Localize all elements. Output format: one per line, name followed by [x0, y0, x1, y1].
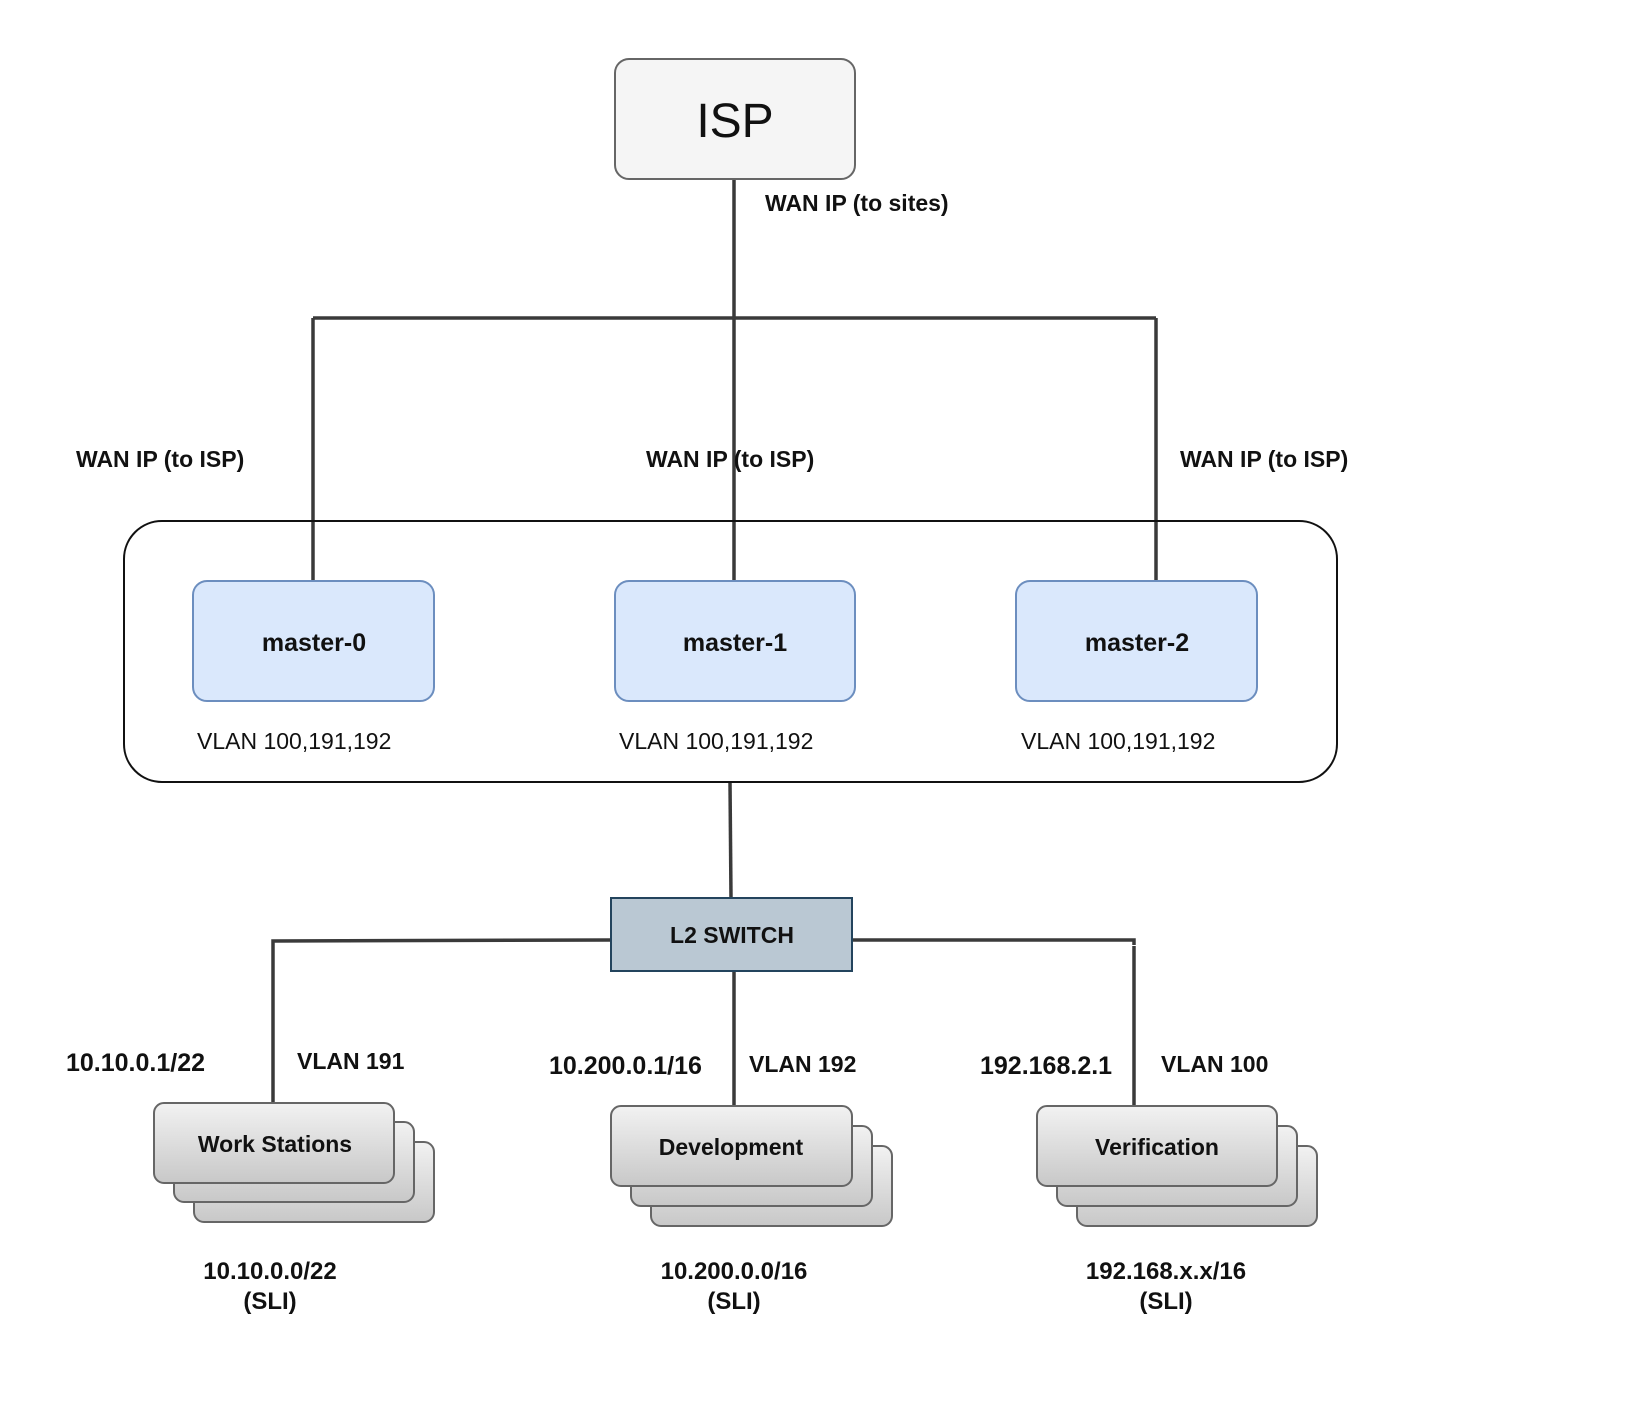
- verification-subnet: 192.168.x.x/16: [1086, 1258, 1246, 1285]
- master-1-vlan-label: VLAN 100,191,192: [619, 728, 813, 754]
- master-2-label: master-2: [1085, 629, 1189, 657]
- verification-stack: Verification: [1036, 1105, 1318, 1227]
- verification-stack-front: [1036, 1105, 1278, 1187]
- master-1-node: master-1: [614, 580, 856, 702]
- isp-box: [614, 58, 856, 180]
- work-stations-stack-front: [153, 1102, 395, 1184]
- master-0-box: [192, 580, 435, 702]
- master-0-label: master-0: [262, 629, 366, 657]
- master-2-vlan-label: VLAN 100,191,192: [1021, 728, 1215, 754]
- master-0-node: master-0: [192, 580, 435, 702]
- isp-label: ISP: [696, 95, 773, 148]
- l2-switch-box: [610, 897, 853, 972]
- master-1-wan-label: WAN IP (to ISP): [646, 446, 814, 472]
- l2-switch-node: L2 SWITCH: [610, 897, 853, 972]
- verification-gateway: 192.168.2.1: [980, 1052, 1112, 1080]
- work-stations-gateway: 10.10.0.1/22: [66, 1049, 205, 1077]
- link-work-stations: [271, 938, 612, 1103]
- master-2-node: master-2: [1015, 580, 1258, 702]
- master-0-wan-label: WAN IP (to ISP): [76, 446, 244, 472]
- isp-node: ISP: [614, 58, 856, 180]
- verification-sli: (SLI): [1139, 1288, 1192, 1315]
- master-2-wan-label: WAN IP (to ISP): [1180, 446, 1348, 472]
- work-stations-stack: Work Stations: [153, 1102, 435, 1223]
- master-1-box: [614, 580, 856, 702]
- development-stack-front: [610, 1105, 853, 1187]
- work-stations-subnet: 10.10.0.0/22: [203, 1258, 336, 1285]
- work-stations-label: Work Stations: [198, 1131, 352, 1157]
- development-stack: Development: [610, 1105, 893, 1227]
- master-1-label: master-1: [683, 629, 787, 657]
- cluster-to-switch-line: [728, 781, 733, 899]
- development-vlan: VLAN 192: [749, 1051, 856, 1077]
- master-2-box: [1015, 580, 1258, 702]
- isp-wan-label: WAN IP (to sites): [765, 190, 949, 216]
- link-verification: [852, 938, 1136, 945]
- master-0-vlan-label: VLAN 100,191,192: [197, 728, 391, 754]
- work-stations-vlan: VLAN 191: [297, 1048, 405, 1074]
- development-label: Development: [659, 1134, 804, 1160]
- l2-switch-label: L2 SWITCH: [670, 922, 794, 948]
- cluster-container: [123, 520, 1338, 783]
- development-gateway: 10.200.0.1/16: [549, 1052, 702, 1080]
- connections: [271, 180, 1158, 1106]
- development-sli: (SLI): [707, 1288, 760, 1315]
- development-subnet: 10.200.0.0/16: [661, 1258, 808, 1285]
- verification-label: Verification: [1095, 1134, 1219, 1160]
- verification-vlan: VLAN 100: [1161, 1051, 1268, 1077]
- work-stations-sli: (SLI): [243, 1288, 296, 1315]
